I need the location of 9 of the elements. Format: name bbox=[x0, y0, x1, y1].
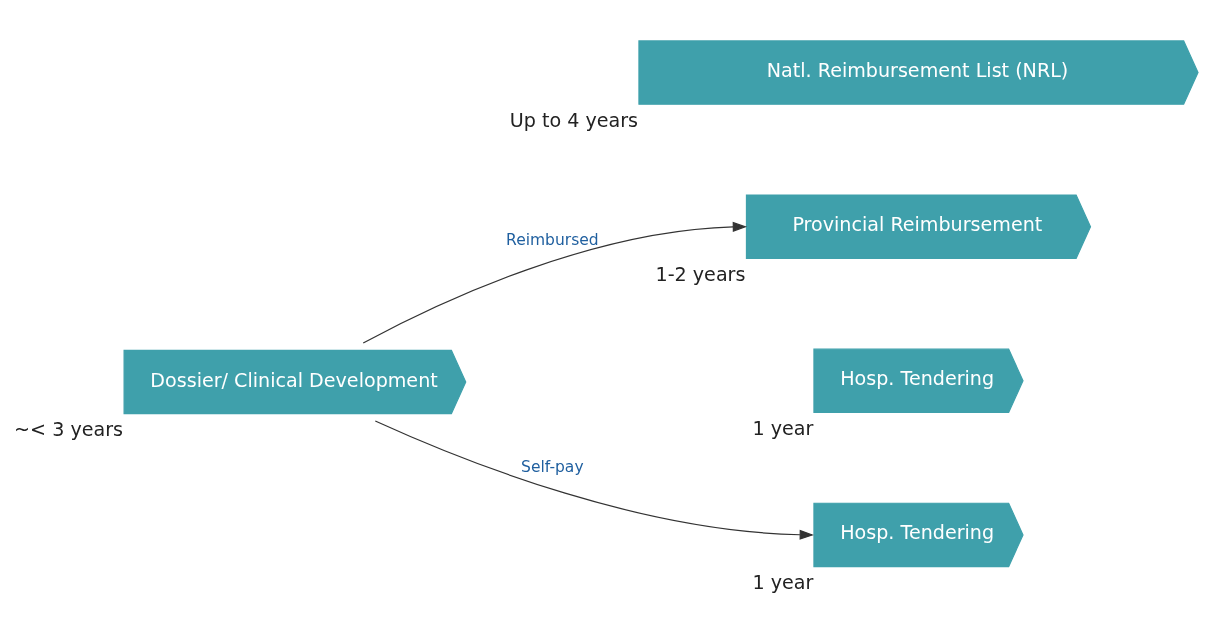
node-label: 1 year bbox=[752, 570, 814, 594]
node-label: 1 year bbox=[752, 416, 814, 440]
arrow bbox=[362, 221, 748, 344]
edge-label: Reimbursed bbox=[506, 230, 599, 249]
arrow bbox=[374, 419, 814, 540]
node-label: 1-2 years bbox=[655, 262, 746, 286]
node-label: Up to 4 years bbox=[509, 108, 638, 132]
node-label: ~< 3 years bbox=[14, 417, 124, 441]
edge-label: Self-pay bbox=[521, 457, 584, 476]
